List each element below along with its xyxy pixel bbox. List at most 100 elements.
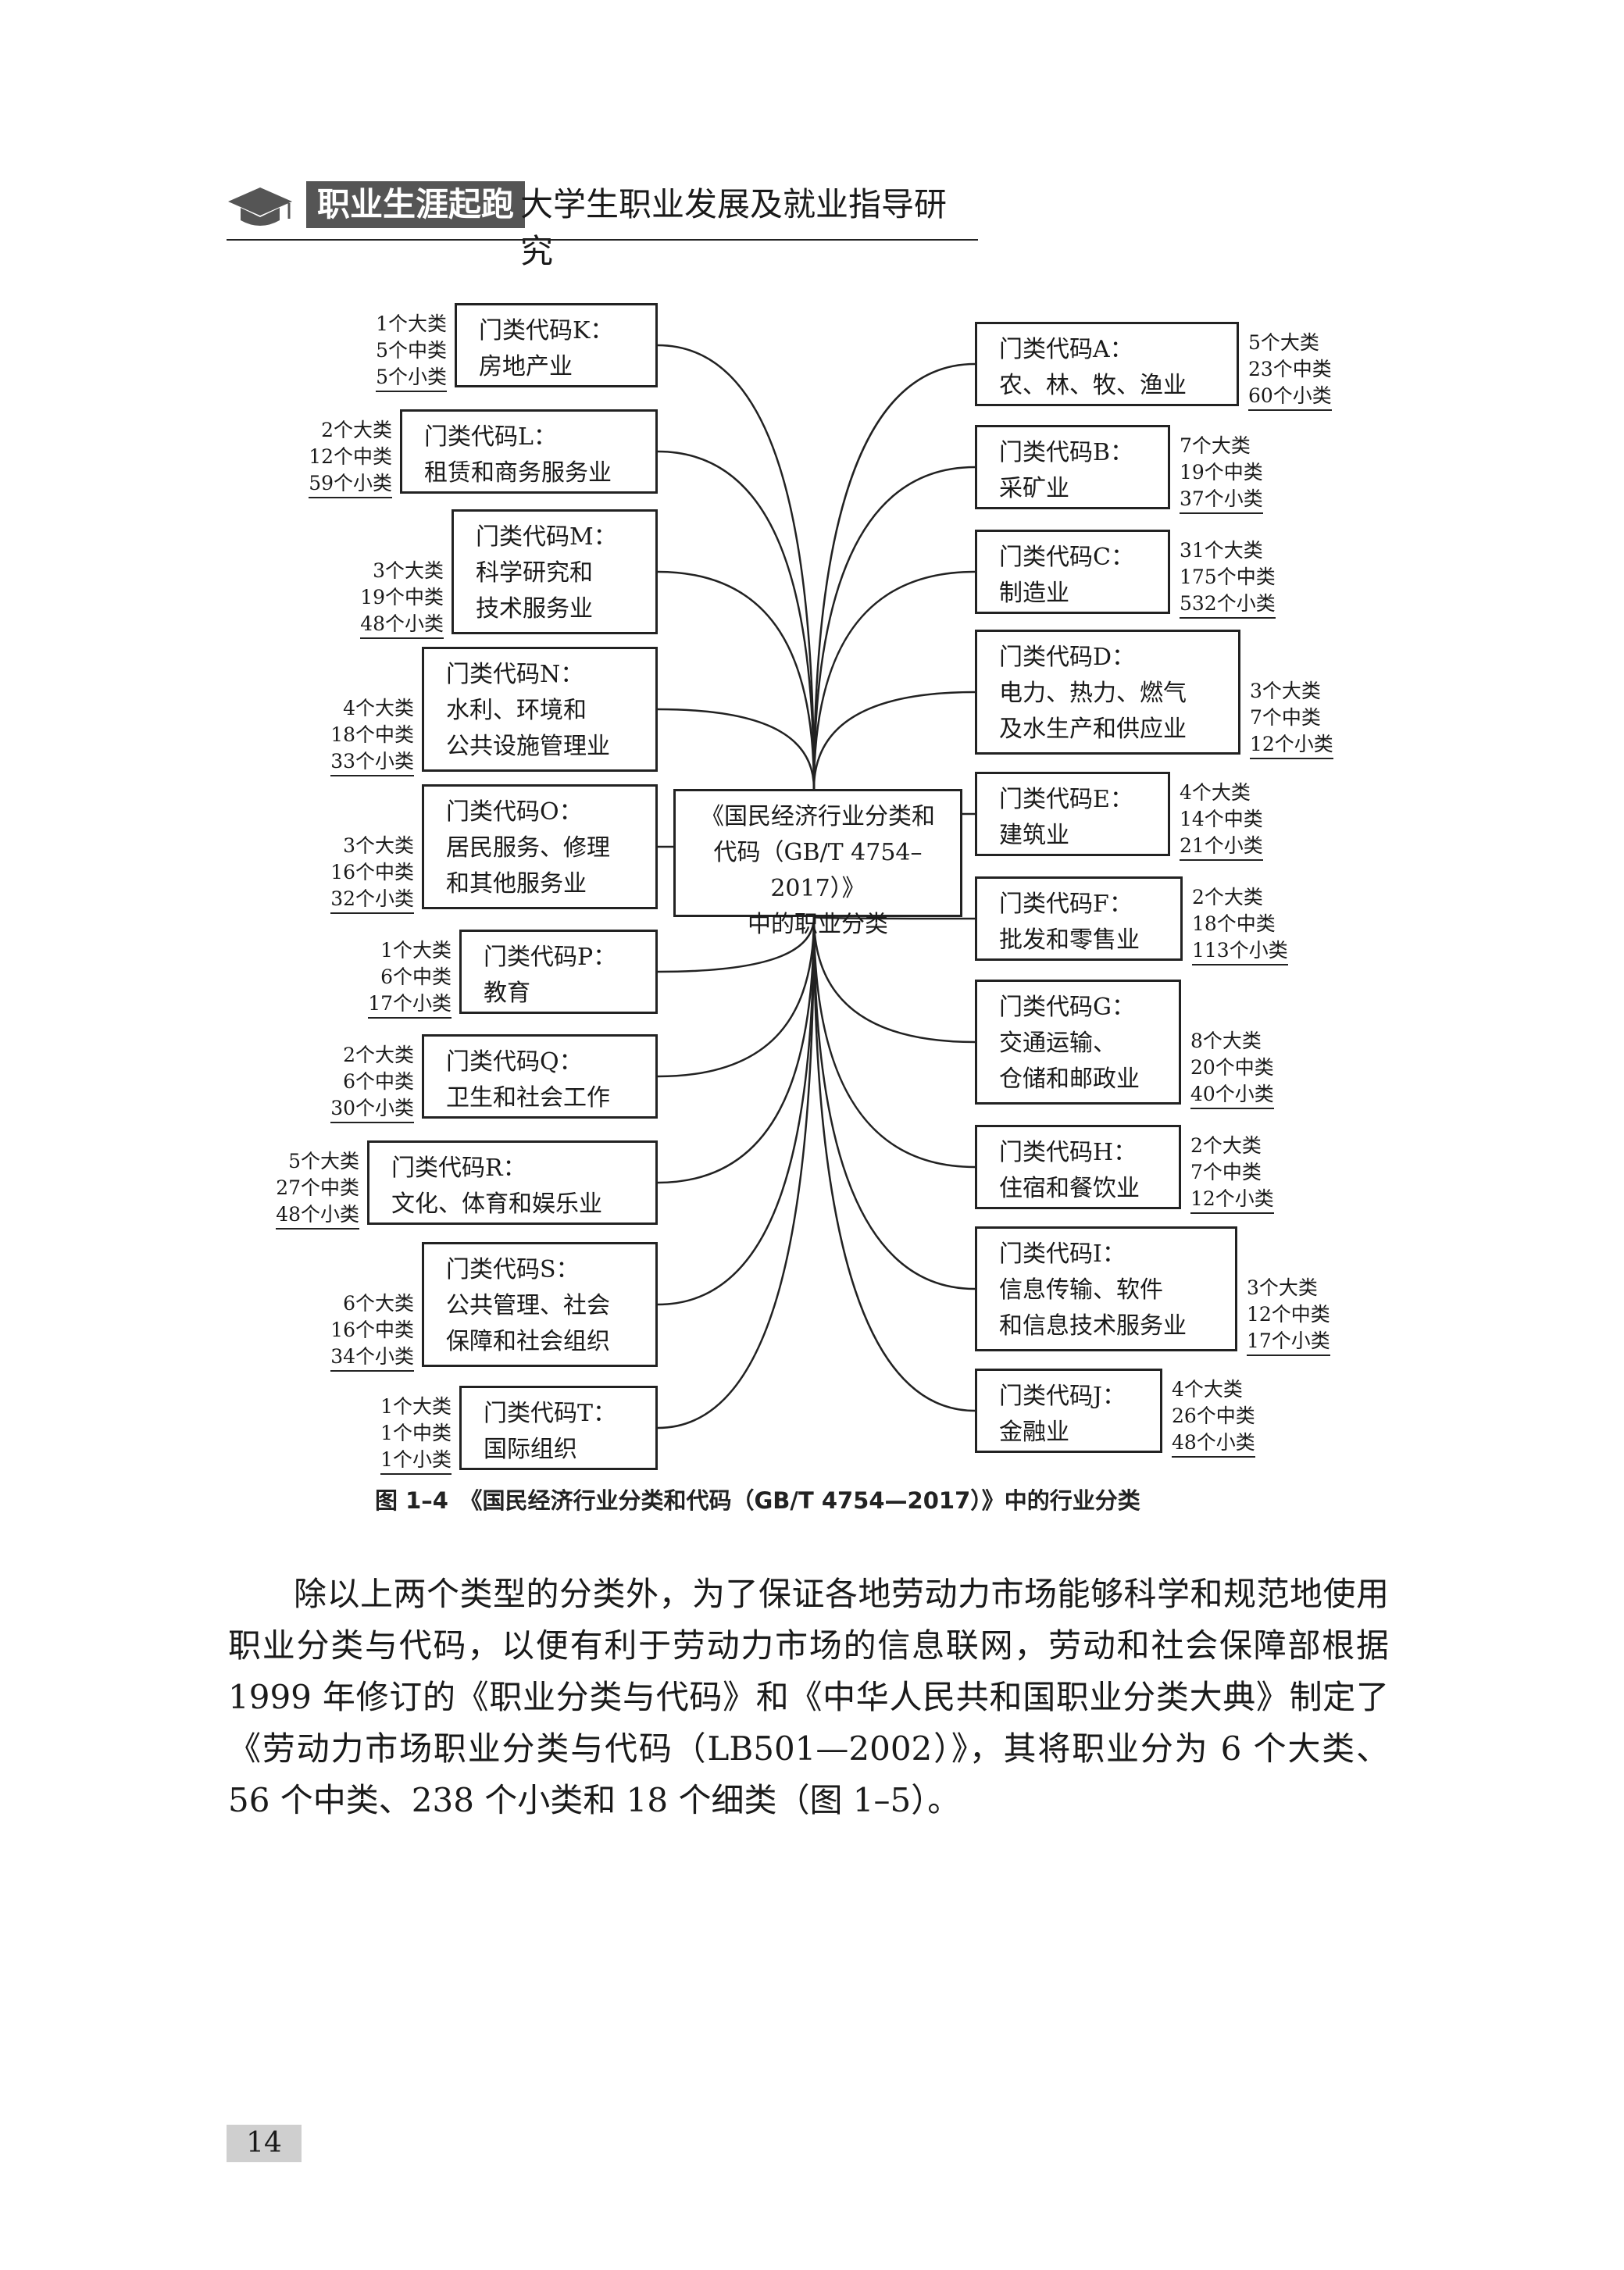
category-code: 门类代码S： [446, 1256, 580, 1283]
page-number: 14 [227, 2125, 302, 2162]
category-box-right-0: 门类代码A：农、林、牧、渔业 [975, 322, 1239, 406]
category-code: 门类代码A： [999, 336, 1133, 363]
stat-line: 30个小类 [330, 1095, 414, 1123]
category-box-left-9: 门类代码T：国际组织 [459, 1386, 658, 1470]
connector-right-2 [812, 570, 976, 790]
center-node: 《国民经济行业分类和 代码（GB/T 4754–2017）》 中的职业分类 [673, 789, 962, 938]
stat-line: 8个大类 [1190, 1030, 1262, 1052]
stat-line: 48个小类 [1172, 1429, 1255, 1458]
category-name: 居民服务、修理 和其他服务业 [446, 834, 610, 898]
category-code: 门类代码O： [446, 798, 583, 826]
stat-line: 18个中类 [1192, 912, 1276, 935]
category-name: 公共管理、社会 保障和社会组织 [446, 1292, 610, 1355]
category-name: 文化、体育和娱乐业 [391, 1190, 602, 1218]
category-box-left-1: 门类代码L：租赁和商务服务业 [400, 409, 658, 494]
stat-line: 48个小类 [276, 1201, 359, 1230]
stat-line: 14个中类 [1180, 808, 1263, 830]
connector-left-7 [657, 916, 816, 1184]
category-name: 租赁和商务服务业 [424, 459, 612, 487]
category-box-right-5: 门类代码F： 批发和零售业 [975, 876, 1183, 961]
category-name: 水利、环境和 公共设施管理业 [446, 697, 610, 760]
category-stats: 5个大类 23个中类 60个小类 [1248, 330, 1332, 411]
stat-line: 17个小类 [368, 990, 452, 1019]
category-name: 采矿业 [999, 475, 1069, 502]
header-rule [227, 239, 978, 241]
category-code: 门类代码M： [476, 523, 617, 551]
stat-line: 2个大类 [321, 419, 392, 441]
category-code: 门类代码G： [999, 994, 1135, 1021]
stat-line: 20个中类 [1190, 1056, 1274, 1079]
stat-line: 6个中类 [380, 965, 452, 988]
category-name: 卫生和社会工作 [446, 1084, 610, 1112]
category-name: 信息传输、软件 和信息技术服务业 [999, 1276, 1187, 1340]
category-name: 国际组织 [484, 1436, 577, 1463]
stat-line: 175个中类 [1180, 566, 1276, 588]
stat-line: 17个小类 [1247, 1328, 1330, 1356]
stat-line: 40个小类 [1190, 1081, 1274, 1109]
category-name: 批发和零售业 [999, 926, 1140, 954]
stat-line: 1个大类 [380, 939, 452, 962]
stat-line: 6个大类 [343, 1292, 414, 1315]
category-code: 门类代码P： [484, 944, 617, 971]
category-code: 门类代码R： [391, 1155, 526, 1182]
category-code: 门类代码Q： [446, 1048, 583, 1076]
stat-line: 59个小类 [309, 470, 392, 498]
category-code: 门类代码D： [999, 644, 1136, 671]
category-name: 住宿和餐饮业 [999, 1175, 1140, 1202]
stat-line: 19个中类 [360, 586, 444, 609]
stat-line: 12个中类 [309, 445, 392, 468]
stat-line: 12个中类 [1247, 1303, 1330, 1326]
category-code: 门类代码H： [999, 1139, 1137, 1166]
book-title: 大学生职业发展及就业指导研究 [520, 185, 948, 270]
stat-line: 2个大类 [1190, 1134, 1262, 1157]
connector-left-1 [657, 450, 816, 790]
stat-line: 60个小类 [1248, 383, 1332, 411]
category-box-right-2: 门类代码C：制造业 [975, 530, 1170, 614]
stat-line: 4个大类 [1172, 1378, 1243, 1401]
center-line-3: 中的职业分类 [748, 911, 888, 938]
category-box-left-0: 门类代码K：房地产业 [455, 303, 658, 387]
stat-line: 33个小类 [330, 748, 414, 776]
stat-line: 37个小类 [1180, 486, 1263, 514]
stat-line: 2个大类 [343, 1044, 414, 1066]
category-box-right-3: 门类代码D： 电力、热力、燃气 及水生产和供应业 [975, 630, 1240, 755]
category-code: 门类代码J： [999, 1383, 1126, 1410]
category-box-right-9: 门类代码J： 金融业 [975, 1369, 1162, 1453]
category-box-left-7: 门类代码R： 文化、体育和娱乐业 [367, 1140, 658, 1225]
stat-line: 5个大类 [1248, 331, 1319, 354]
connector-right-7 [812, 916, 976, 1169]
category-name: 金融业 [999, 1419, 1069, 1446]
category-name: 教育 [484, 980, 530, 1007]
running-header: 职业生涯起跑 大学生职业发展及就业指导研究 [227, 178, 978, 270]
stat-line: 7个中类 [1250, 706, 1321, 729]
stat-line: 32个小类 [330, 886, 414, 914]
connector-right-9 [812, 916, 976, 1412]
category-code: 门类代码I： [999, 1240, 1126, 1268]
category-name: 电力、热力、燃气 及水生产和供应业 [999, 680, 1187, 743]
body-text: 除以上两个类型的分类外，为了保证各地劳动力市场能够科学和规范地使用职业分类与代码… [228, 1569, 1389, 1826]
stat-line: 16个中类 [330, 1319, 414, 1341]
stat-line: 23个中类 [1248, 358, 1332, 380]
stat-line: 5个中类 [376, 339, 447, 362]
category-code: 门类代码F： [999, 891, 1133, 918]
stat-line: 31个大类 [1180, 539, 1263, 562]
category-name: 建筑业 [999, 822, 1069, 849]
connector-right-3 [812, 691, 976, 790]
series-badge: 职业生涯起跑 [306, 181, 526, 228]
stat-line: 4个大类 [343, 697, 414, 719]
connector-right-5 [812, 915, 976, 920]
stat-line: 18个中类 [330, 723, 414, 746]
